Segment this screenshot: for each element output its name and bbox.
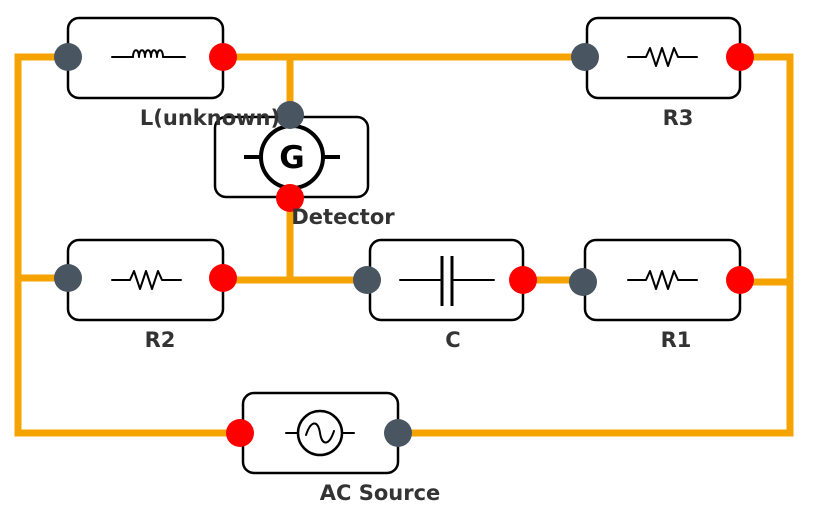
r2-terminal-right[interactable] [209, 264, 237, 292]
resistor-icon [627, 47, 698, 67]
capacitor-component[interactable] [353, 238, 537, 322]
resistor-icon [627, 270, 698, 290]
r3-label: R3 [663, 106, 694, 130]
capacitor-box [368, 238, 525, 322]
ac-source-terminal-left[interactable] [226, 419, 254, 447]
ac-source-icon [285, 409, 355, 457]
r2-box [66, 238, 225, 322]
capacitor-icon [399, 256, 495, 306]
inductor-terminal-right[interactable] [209, 43, 237, 71]
wire-right-rail [736, 53, 794, 437]
detector-terminal-top[interactable] [276, 101, 304, 129]
r3-terminal-left[interactable] [571, 43, 599, 71]
r1-terminal-right[interactable] [726, 266, 754, 294]
detector-terminal-bottom[interactable] [276, 184, 304, 212]
inductor-terminal-left[interactable] [54, 43, 82, 71]
r1-label: R1 [661, 328, 692, 352]
inductor-icon [111, 49, 186, 58]
r2-component[interactable] [54, 238, 237, 322]
galvanometer-letter: G [279, 140, 304, 176]
r1-component[interactable] [569, 238, 754, 322]
inductor-box [66, 16, 225, 100]
r2-label: R2 [145, 328, 176, 352]
inductor-component[interactable] [54, 16, 237, 100]
capacitor-terminal-right[interactable] [509, 266, 537, 294]
capacitor-terminal-left[interactable] [353, 266, 381, 294]
detector-label: Detector [291, 205, 395, 229]
ac-source-component[interactable] [226, 391, 412, 475]
inductor-label: L(unknown) [140, 106, 280, 130]
ac-source-terminal-right[interactable] [384, 419, 412, 447]
r1-box [583, 238, 742, 322]
wire-left-rail [14, 53, 244, 437]
r2-terminal-left[interactable] [54, 264, 82, 292]
r3-box [585, 16, 742, 100]
r3-terminal-right[interactable] [726, 43, 754, 71]
r3-component[interactable] [571, 16, 754, 100]
wires [14, 53, 794, 437]
capacitor-label: C [445, 328, 460, 352]
ac-source-label: AC Source [320, 481, 441, 505]
resistor-icon [111, 270, 182, 290]
r1-terminal-left[interactable] [569, 268, 597, 296]
